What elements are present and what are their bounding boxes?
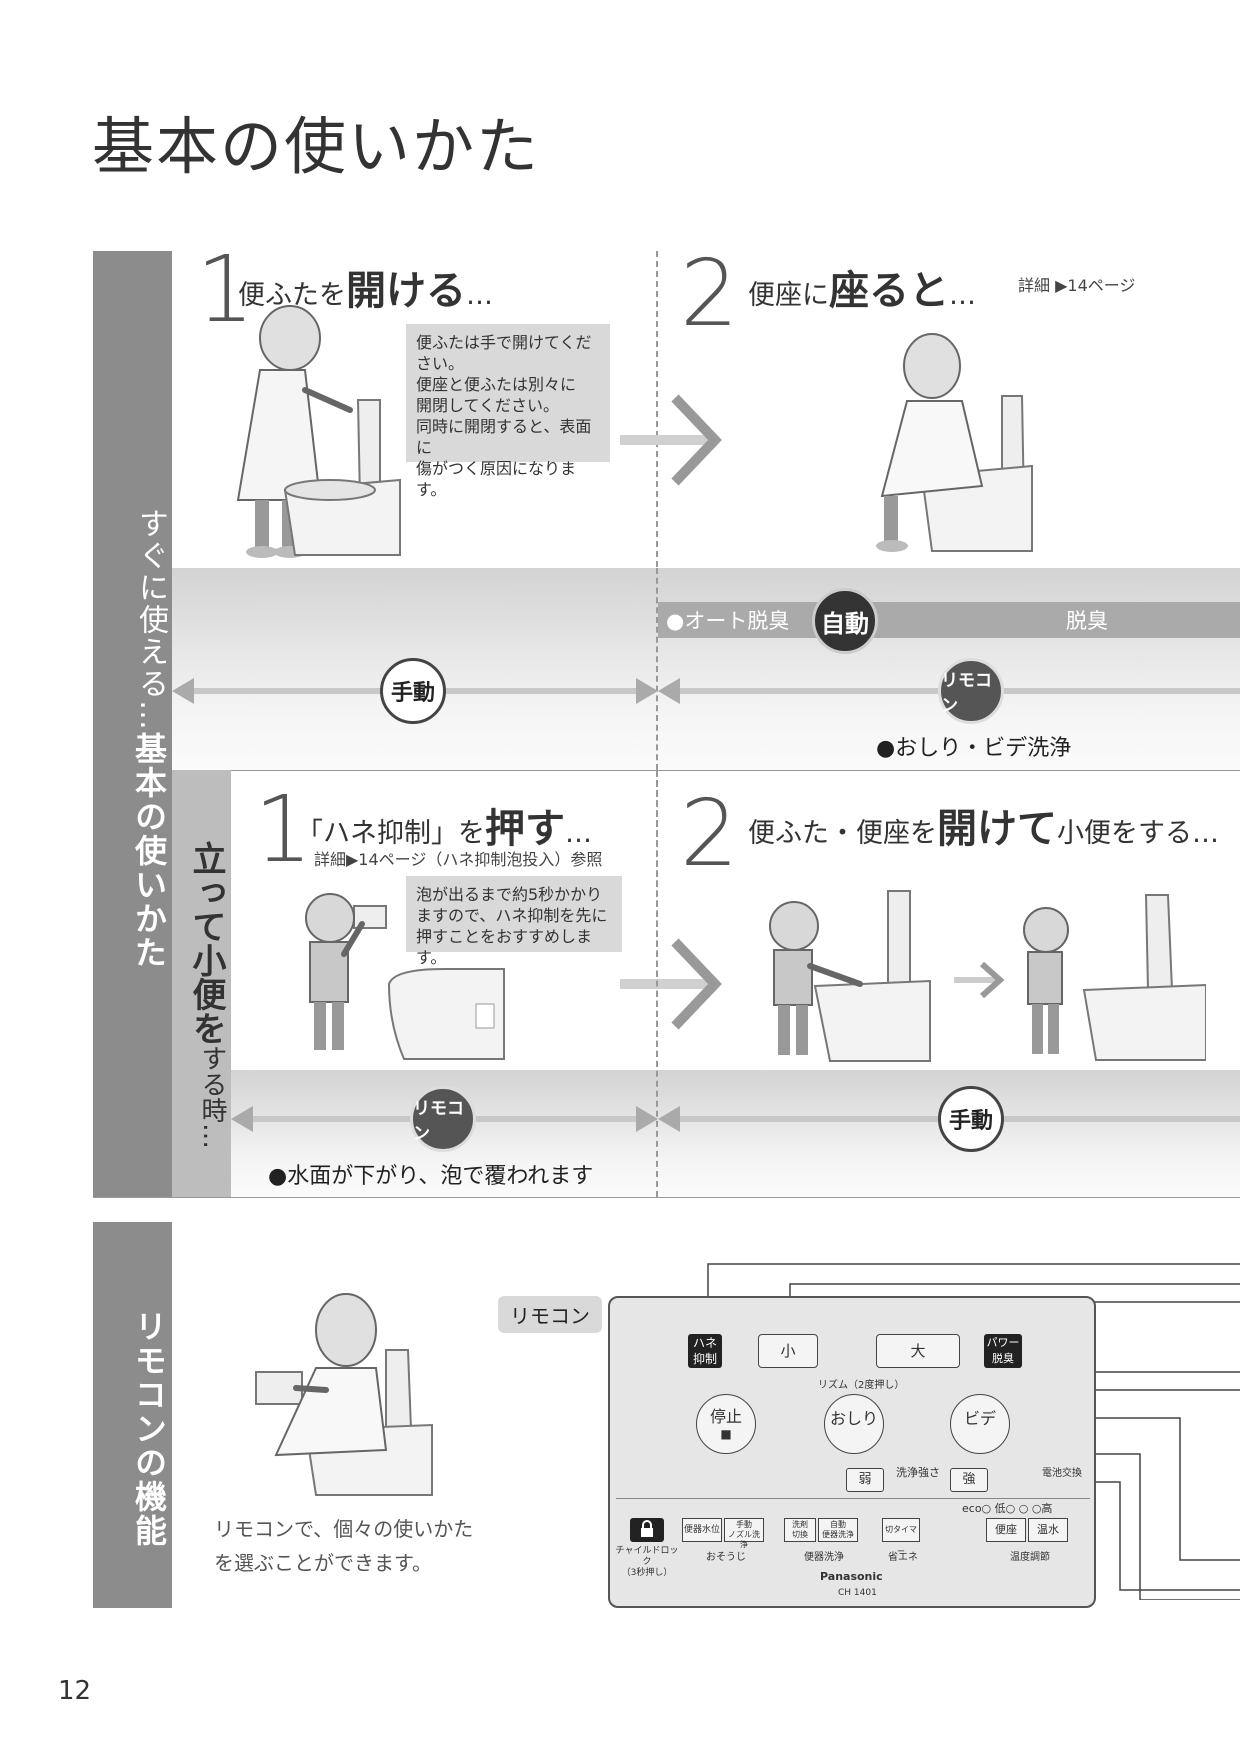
mode-band <box>172 568 1240 770</box>
auto-badge: 自動 <box>812 588 878 654</box>
step-instruction: 「ハネ抑制」を押す… <box>296 806 592 852</box>
model-number: CH 1401 <box>838 1588 877 1598</box>
boy-lifting-seat-illustration <box>769 890 931 1062</box>
step-number: 1 <box>196 236 255 343</box>
battery-label: 電池交換 <box>1042 1468 1082 1479</box>
section-tab-basic-use: すぐに使える… 基本の使いかた <box>93 251 172 1197</box>
tab-small-text: する時… <box>197 1044 227 1149</box>
small-flush-button[interactable]: 小 <box>758 1334 818 1368</box>
step-number: 2 <box>680 240 739 347</box>
page-number: 12 <box>58 1676 92 1706</box>
bowl-wash-caption: 便器洗浄 <box>804 1552 844 1563</box>
tab-strong-text: 基本の使いかた <box>130 732 168 970</box>
caution-note: 泡が出るまで約5秒かかり ますので、ハネ抑制を先に 押すことをおすすめします。 <box>406 876 622 967</box>
eco-indicator: eco○ 低○ ○ ○高 <box>962 1502 1053 1515</box>
brand-logo: Panasonic <box>820 1570 883 1583</box>
oshiri-button[interactable]: おしり <box>824 1394 884 1454</box>
stop-button[interactable]: 停止■ <box>696 1394 756 1454</box>
cleaning-caption: おそうじ <box>706 1552 746 1563</box>
energy-caption: 省エネ <box>888 1552 918 1563</box>
section-tab-remote: リモコンの機能 <box>93 1222 172 1608</box>
remote-control-panel: ハネ抑制 小 大 パワー脱臭 リズム（2度押し） 停止■ おしり ビデ 弱 洗浄… <box>608 1296 1096 1608</box>
chevron-right-icon <box>620 938 722 1030</box>
arrow-right-icon <box>954 961 1005 999</box>
panel-divider <box>616 1498 1090 1499</box>
mode-band <box>231 1070 1240 1197</box>
section-divider <box>172 770 1240 771</box>
toilet-open-lid-illustration <box>283 399 401 556</box>
large-flush-button[interactable]: 大 <box>876 1334 960 1368</box>
remote-badge: リモコン <box>410 1086 476 1152</box>
divider-dashed <box>656 770 658 1197</box>
strong-button[interactable]: 強 <box>950 1468 988 1492</box>
page-title: 基本の使いかた <box>92 110 541 183</box>
section-bottom-line <box>93 1197 1240 1198</box>
section-tab-standing: 立って小便を する時… <box>172 770 231 1197</box>
lock-icon <box>641 1520 653 1537</box>
page-reference: 詳細 ▶14ページ <box>1018 276 1136 295</box>
step-number: 2 <box>680 780 739 887</box>
step-instruction: 便ふた・便座を開けて小便をする… <box>748 806 1219 852</box>
rhythm-label: リズム（2度押し） <box>818 1380 905 1391</box>
water-temp-button[interactable]: 温水 <box>1028 1518 1068 1542</box>
auto-wash-button[interactable]: 自動便器洗浄 <box>818 1518 858 1542</box>
step-instruction: 便座に座ると… <box>748 268 976 314</box>
caution-note: 便ふたは手で開けてくだ さい。 便座と便ふたは別々に 開閉してください。 同時に… <box>406 324 610 499</box>
temp-caption: 温度調節 <box>1010 1552 1050 1563</box>
page-reference: 詳細▶14ページ（ハネ抑制泡投入）参照 <box>314 850 603 869</box>
remote-badge: リモコン <box>938 658 1004 724</box>
remote-description: リモコンで、個々の使いかた を選ぶことができます。 <box>214 1517 474 1575</box>
tab-light-text: すぐに使える… <box>133 508 168 732</box>
bide-button[interactable]: ビデ <box>950 1394 1010 1454</box>
child-lock-button[interactable] <box>630 1518 664 1542</box>
foam-caption: ●水面が下がり、泡で覆われます <box>268 1164 594 1189</box>
hane-button[interactable]: ハネ抑制 <box>688 1334 722 1368</box>
seat-temp-button[interactable]: 便座 <box>986 1518 1026 1542</box>
woman-seated-illustration <box>876 333 1033 552</box>
toilet-closed-illustration <box>387 968 505 1060</box>
manual-badge: 手動 <box>380 658 446 724</box>
manual-nozzle-button[interactable]: 手動ノズル洗浄 <box>724 1518 764 1549</box>
boy-standing-illustration <box>1023 894 1206 1061</box>
tab-big-text: 立って小便を <box>186 840 226 1045</box>
timer-button[interactable]: 切タイマー <box>882 1518 920 1556</box>
strength-label: 洗浄強さ <box>896 1466 940 1479</box>
remote-label: リモコン <box>498 1296 602 1333</box>
tab-remote-text: リモコンの機能 <box>130 1310 168 1548</box>
wash-switch-button[interactable]: 洗剤切換 <box>784 1518 816 1542</box>
woman-using-remote-illustration <box>255 1293 433 1496</box>
weak-button[interactable]: 弱 <box>846 1468 884 1492</box>
chevron-right-icon <box>620 394 722 486</box>
wash-caption: ●おしり・ビデ洗浄 <box>876 736 1072 761</box>
auto-deodorize-bar: ●オート脱臭 脱臭 <box>658 602 1240 638</box>
boy-pressing-remote-illustration <box>305 893 387 1050</box>
auto-deodorize-label: ●オート脱臭 <box>666 609 790 633</box>
manual-badge: 手動 <box>938 1086 1004 1152</box>
power-deodorize-button[interactable]: パワー脱臭 <box>984 1334 1022 1368</box>
deodorize-label: 脱臭 <box>1066 609 1108 633</box>
step-number: 1 <box>254 776 313 883</box>
child-lock-caption: チャイルドロック（3秒押し） <box>615 1546 679 1578</box>
divider-dashed <box>656 568 658 770</box>
water-level-button[interactable]: 便器水位 <box>682 1518 722 1542</box>
